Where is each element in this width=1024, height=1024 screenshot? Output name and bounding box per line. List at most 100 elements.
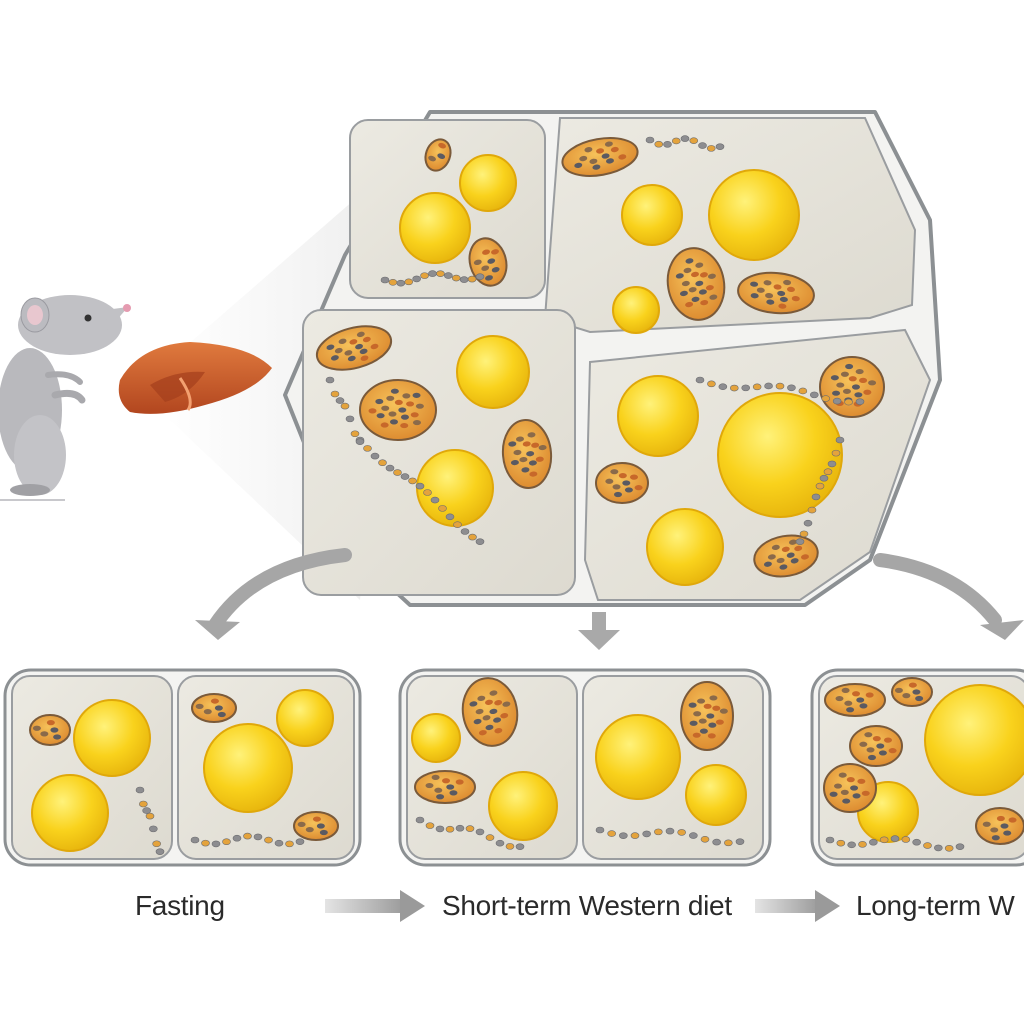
mitochondrion-bead: [912, 838, 921, 846]
mitochondrion-bead: [505, 843, 515, 850]
mitochondrion: [975, 807, 1024, 845]
mitochondrion-bead: [475, 828, 485, 836]
mitochondrion-bead: [415, 816, 425, 824]
lipid-droplet: [73, 699, 151, 777]
mitochondrion-bead: [232, 834, 242, 842]
lipid-droplets-panels: [31, 684, 1024, 852]
mitochondrion-bead: [345, 415, 355, 423]
lipid-droplet: [399, 192, 471, 264]
lipid-droplet: [31, 774, 109, 852]
mitochondrion-bead: [955, 843, 965, 850]
mitochondrion-bead: [295, 838, 305, 845]
mitochondrion-bead: [803, 519, 813, 527]
mitochondrion-bead: [890, 835, 900, 842]
mitochondrion-bead: [423, 489, 432, 496]
mitochondrion-bead: [435, 825, 445, 833]
mitochondrion-bead: [832, 397, 842, 405]
mitochondrion-bead: [142, 807, 151, 814]
mitochondrion-bead: [460, 528, 470, 535]
mitochondrion: [414, 770, 476, 804]
mitochondrion-bead: [715, 143, 725, 150]
down-arrow: [578, 612, 620, 650]
mitochondrion-bead: [330, 390, 340, 398]
mitochondrion-bead: [645, 136, 655, 144]
mitochondrion-bead: [844, 398, 853, 406]
mitochondrion-bead: [595, 826, 605, 834]
mitochondrion-bead: [412, 275, 421, 283]
mitochondrion-bead: [444, 272, 453, 279]
mitochondrion: [501, 419, 553, 489]
right-arrow-2: [755, 890, 840, 922]
lipid-droplet: [612, 286, 660, 334]
mitochondrion-bead: [222, 838, 231, 846]
mitochondrion-bead: [807, 506, 817, 514]
mitochondrion-bead: [445, 513, 455, 521]
mitochondrion: [849, 725, 903, 767]
mitochondrion-bead: [425, 822, 435, 829]
mitochondrion: [824, 683, 886, 717]
mitochondrion-bead: [145, 812, 155, 820]
mitochondrion: [891, 677, 933, 707]
mitochondrion: [737, 271, 815, 315]
mitochondrion-bead: [149, 825, 158, 833]
mitochondrion-bead: [855, 398, 865, 405]
mitochondrion-bead: [695, 376, 705, 384]
mitochondrion-bead: [630, 832, 640, 839]
mitochondrion-bead: [827, 460, 837, 468]
curved-arrow-left-head: [195, 620, 240, 640]
mitochondrion-bead: [211, 840, 221, 848]
stage-label-short-term: Short-term Western diet: [442, 890, 732, 921]
mitochondrion-bead: [350, 430, 360, 438]
mitochondrion-bead: [253, 833, 263, 841]
mitochondria-panels: [29, 677, 1024, 855]
mitochondrion-bead: [152, 840, 161, 848]
mitochondrion: [823, 763, 877, 813]
mitochondrion-bead: [445, 825, 455, 833]
mitochondrion-bead: [858, 841, 867, 848]
mitochondrion-bead: [869, 838, 878, 846]
mitochondrion-bead: [378, 459, 387, 467]
mitochondrion-bead: [944, 844, 954, 852]
mitochondrion-bead: [363, 445, 372, 452]
mitochondrion-bead: [671, 137, 681, 145]
mitochondrion-bead: [285, 840, 294, 848]
mitochondrion: [315, 325, 393, 371]
lipid-droplet: [456, 335, 530, 409]
lipid-droplet: [411, 713, 461, 763]
mitochondrion-bead: [515, 843, 525, 850]
lipid-droplet: [717, 392, 843, 518]
lipid-droplet: [416, 449, 494, 527]
mitochondrion-bead: [467, 275, 477, 283]
mitochondrion: [29, 714, 71, 746]
mitochondrion: [595, 462, 649, 504]
mitochondrion-bead: [901, 836, 911, 843]
mitochondrion: [191, 693, 237, 723]
mitochondrion-bead: [495, 839, 505, 847]
mitochondrion: [561, 137, 639, 177]
mitochondrion-bead: [400, 473, 410, 480]
mitochondrion-bead: [325, 376, 335, 384]
mitochondrion-bead: [663, 141, 672, 148]
mitochondrion-bead: [428, 270, 437, 277]
mitochondrion-bead: [836, 839, 846, 847]
mitochondrion-bead: [468, 533, 477, 541]
mitochondrion-bead: [735, 838, 745, 845]
mitochondrion-bead: [654, 828, 663, 836]
mitochondria-main: [315, 135, 885, 578]
mitochondrion-bead: [707, 380, 716, 388]
mitochondrion-bead: [775, 382, 785, 390]
mitochondrion: [666, 247, 726, 321]
mitochondrion: [461, 677, 519, 747]
mitochondrion-bead: [619, 832, 628, 839]
lipid-droplet: [646, 508, 724, 586]
lipid-droplet: [708, 169, 800, 261]
mitochondrion-bead: [764, 382, 773, 390]
curved-arrow-right-head: [980, 620, 1024, 640]
lipid-droplets-main: [399, 154, 843, 586]
mitochondrion-bead: [795, 538, 805, 545]
lipid-droplet: [459, 154, 517, 212]
mitochondrion-bead: [819, 474, 829, 482]
mitochondrion-bead: [438, 505, 447, 512]
